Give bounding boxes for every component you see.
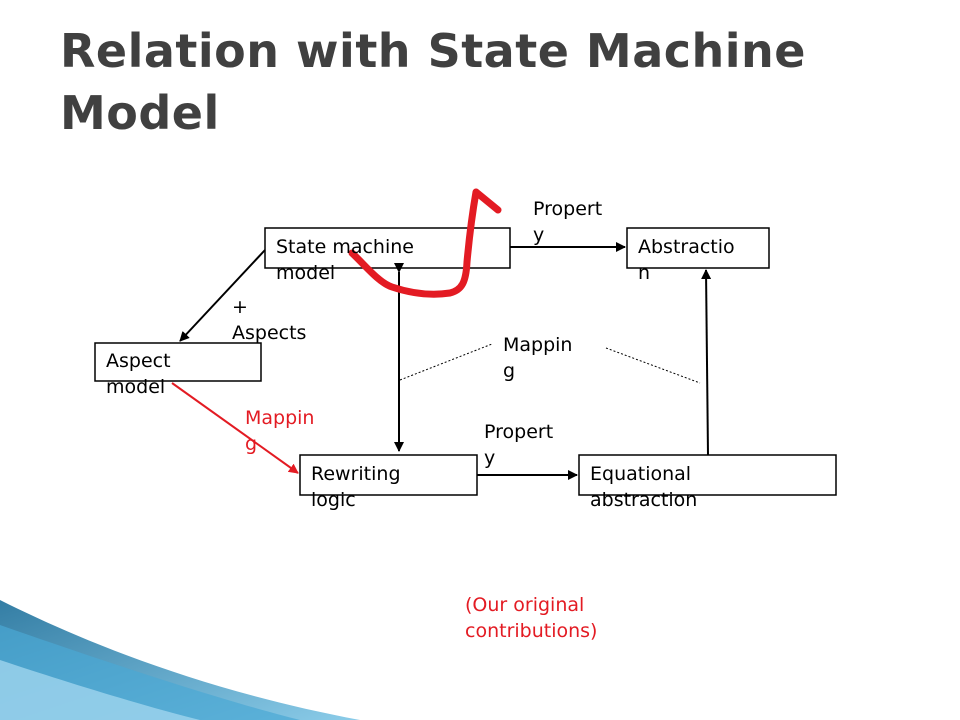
abstraction-label: Abstractio n bbox=[638, 236, 735, 284]
abstraction-box bbox=[626, 227, 770, 269]
state-machine-label: State machine model bbox=[276, 236, 414, 284]
mapping-label-center: Mappin g bbox=[503, 334, 573, 382]
contributions-note: (Our original contributions) bbox=[465, 594, 598, 642]
aspect-model-label: Aspect model bbox=[106, 350, 171, 398]
equational-abstraction-box bbox=[578, 454, 837, 496]
handwritten-check-mark bbox=[348, 188, 502, 298]
arrow-state-to-aspect bbox=[179, 249, 266, 342]
mapping-dotted-right bbox=[605, 347, 701, 384]
property-label-bottom: Propert y bbox=[484, 421, 554, 469]
arrow-aspect-to-rewriting-red bbox=[171, 382, 299, 474]
equational-abstraction-label: Equational abstraction bbox=[590, 463, 698, 511]
arrow-equational-to-abstraction bbox=[701, 269, 712, 456]
corner-wave-decoration bbox=[0, 600, 360, 720]
aspect-model-box bbox=[94, 342, 262, 382]
property-label-top: Propert y bbox=[533, 198, 603, 246]
plus-aspects-label: + Aspects bbox=[232, 296, 307, 344]
slide-title: Relation with State Machine Model bbox=[60, 24, 806, 140]
mapping-dotted-left bbox=[399, 343, 493, 381]
rewriting-logic-label: Rewriting logic bbox=[311, 463, 401, 511]
mapping-label-red: Mappin g bbox=[245, 407, 315, 455]
